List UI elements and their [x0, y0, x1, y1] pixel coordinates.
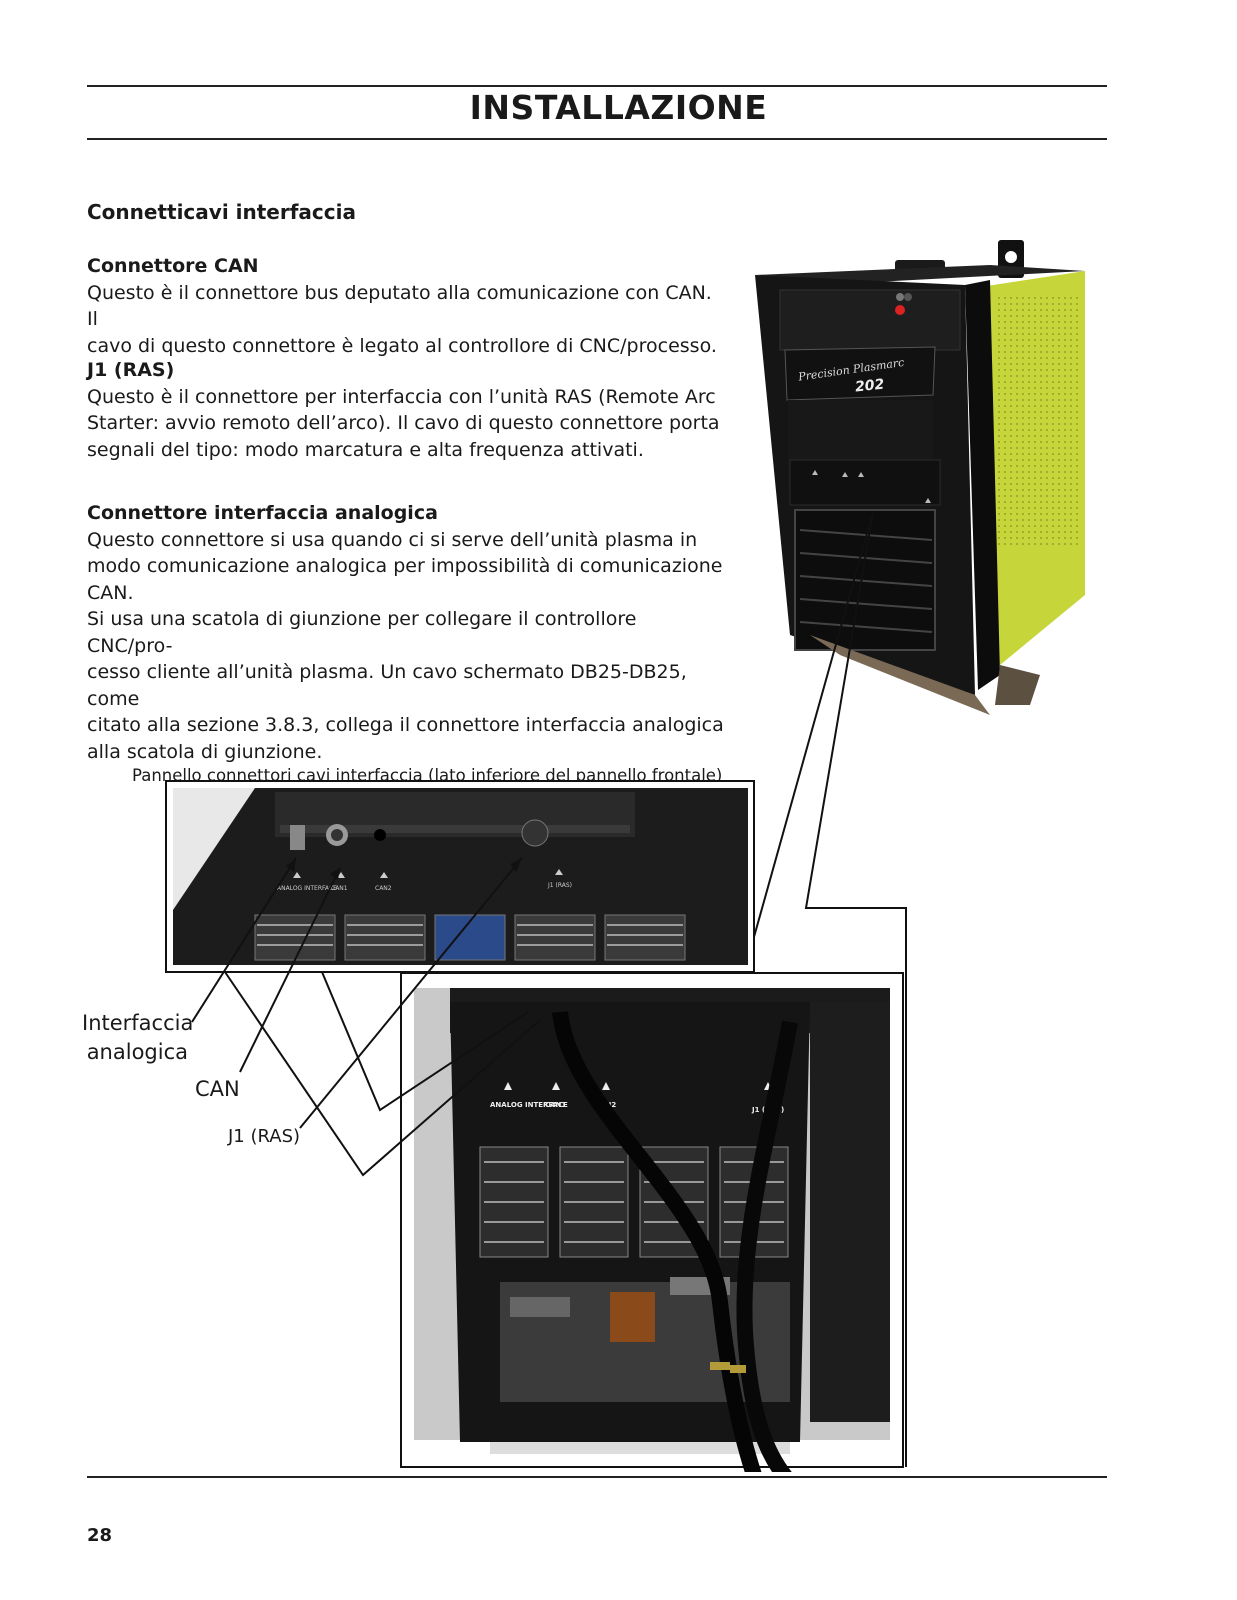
analog-line-3: CAN. — [87, 581, 134, 604]
analog-line-6: citato alla sezione 3.8.3, collega il co… — [87, 714, 724, 736]
cable-panel-photo: ANALOG INTERFACE CAN1 CAN2 J1 (RAS) — [400, 972, 904, 1472]
page-number: 28 — [87, 1525, 113, 1546]
panel-label-analog-large: ANALOG INTERFACE — [490, 1101, 568, 1109]
analog-leader — [191, 857, 297, 1023]
header-rule-top — [87, 85, 1107, 87]
can-connector-title: Connettore CAN — [87, 255, 259, 277]
analog-line-2: modo comunicazione analogica per impossi… — [87, 555, 723, 577]
callout-can: CAN — [195, 1077, 240, 1101]
panel-label-j1: J1 (RAS) — [547, 882, 572, 889]
callout-analog-line2: analogica — [86, 1040, 188, 1064]
j1-line-1: Questo è il connettore per interfaccia c… — [87, 385, 716, 408]
analog-line-5: cesso cliente all’unità plasma. Un cavo … — [87, 661, 687, 710]
analog-connector-title: Connettore interfaccia analogica — [87, 502, 438, 524]
j1-ras-block: J1 (RAS) Questo è il connettore per inte… — [87, 357, 727, 463]
arrowhead-j1 — [510, 858, 522, 872]
header-rule-bottom — [87, 138, 1107, 140]
panel-label-can1-large: CAN1 — [545, 1101, 566, 1109]
footer-rule — [87, 1476, 1107, 1478]
panel-label-can2: CAN2 — [375, 885, 392, 892]
callout-analog: Interfaccia analogica — [82, 1009, 194, 1067]
j1-leader — [299, 857, 523, 1129]
page-title: INSTALLAZIONE — [469, 88, 768, 127]
arrowhead-can — [330, 868, 340, 880]
machine-photo: Precision Plasmarc 202 — [755, 240, 1085, 715]
arrowhead-analog — [286, 858, 296, 872]
section-heading: Connetticavi interfaccia — [87, 200, 356, 224]
panel-label-analog: ANALOG INTERFACE — [277, 885, 337, 892]
analog-connector-block: Connettore interfaccia analogica Questo … — [87, 500, 727, 765]
callout-j1-ras: J1 (RAS) — [228, 1126, 301, 1147]
j1-cable — [736, 1020, 798, 1472]
analog-line-1: Questo connettore si usa quando ci si se… — [87, 528, 698, 551]
panel-label-can1: CAN1 — [331, 885, 348, 892]
can-connector-block: Connettore CAN Questo è il connettore bu… — [87, 253, 727, 359]
analog-line-4: Si usa una scatola di giunzione per coll… — [87, 608, 637, 657]
can-line-2: cavo di questo connettore è legato al co… — [87, 334, 717, 357]
connector-panel-photo: ANALOG INTERFACE CAN1 CAN2 J1 (RAS) — [165, 780, 755, 973]
machine-model-label: 202 — [854, 377, 885, 396]
can-cable — [552, 1010, 762, 1472]
j1-line-3: segnali del tipo: modo marcatura e alta … — [87, 438, 644, 461]
analog-line-7: alla scatola di giunzione. — [87, 740, 323, 763]
callout-analog-line1: Interfaccia — [82, 1011, 194, 1035]
can-line-1: Questo è il connettore bus deputato alla… — [87, 281, 712, 331]
can-leader — [239, 867, 341, 1073]
j1-line-2: Starter: avvio remoto dell’arco). Il cav… — [87, 412, 720, 434]
j1-ras-title: J1 (RAS) — [87, 359, 175, 381]
